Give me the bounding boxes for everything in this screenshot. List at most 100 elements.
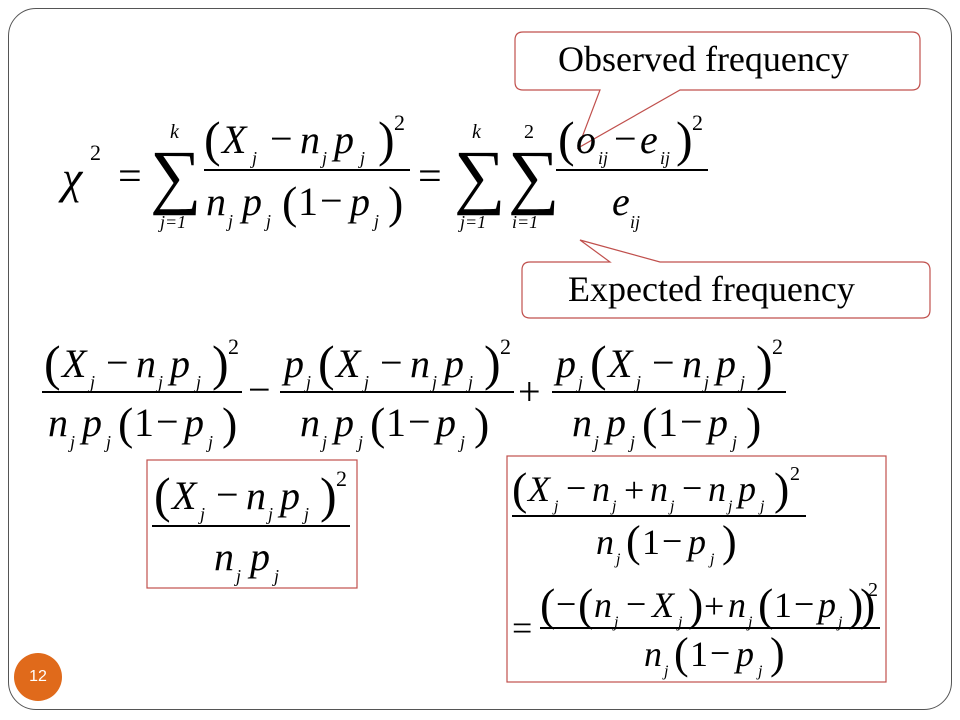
svg-text:(: (: [370, 398, 385, 449]
svg-text:n: n: [682, 341, 702, 386]
svg-text:(: (: [318, 335, 335, 391]
svg-text:−: −: [626, 584, 646, 624]
svg-text:−: −: [216, 472, 239, 517]
svg-text:j: j: [738, 372, 745, 392]
expected-callout-bubble: [521, 239, 931, 319]
svg-text:j: j: [708, 551, 715, 568]
svg-text:j: j: [592, 432, 599, 452]
svg-text:2: 2: [772, 334, 783, 359]
svg-text:1: 1: [774, 585, 792, 625]
right-paren: ): [378, 111, 395, 167]
svg-text:−: −: [794, 584, 814, 624]
svg-text:−: −: [156, 399, 179, 444]
svg-text:): ): [474, 398, 489, 449]
svg-text:−: −: [380, 340, 403, 385]
svg-text:): ): [848, 579, 863, 630]
svg-text:p: p: [181, 400, 204, 445]
svg-text:j: j: [430, 372, 437, 392]
equals-sign: =: [118, 154, 142, 200]
svg-text:p: p: [705, 400, 728, 445]
page-number-badge: 12: [14, 653, 62, 701]
svg-text:p: p: [685, 522, 706, 562]
svg-text:j: j: [612, 614, 619, 631]
svg-text:p: p: [603, 400, 626, 445]
svg-text:j: j: [628, 432, 635, 452]
svg-text:+: +: [624, 470, 644, 510]
svg-text:j: j: [266, 504, 273, 524]
summation-sign-inner: ∑: [508, 136, 559, 216]
svg-text:): ): [860, 579, 875, 630]
svg-text:p: p: [735, 469, 756, 509]
svg-text:X: X: [650, 585, 676, 625]
svg-text:2: 2: [228, 334, 239, 359]
svg-text:j: j: [226, 211, 233, 231]
svg-text:): ): [484, 335, 501, 391]
svg-text:X: X: [606, 341, 634, 386]
svg-text:j: j: [730, 432, 737, 452]
svg-text:ij: ij: [630, 212, 640, 232]
svg-text:−: −: [614, 116, 637, 161]
svg-text:): ): [722, 517, 737, 566]
svg-text:X: X: [170, 473, 198, 518]
observed-frequency-label: Observed frequency: [558, 39, 849, 79]
svg-text:1: 1: [386, 400, 406, 445]
svg-text:X: X: [60, 341, 88, 386]
svg-text:n: n: [644, 634, 662, 674]
svg-text:p: p: [167, 341, 190, 386]
svg-text:): ): [320, 467, 337, 523]
svg-text:p: p: [239, 179, 262, 224]
svg-text:X: X: [526, 469, 552, 509]
expected-frequency-label: Expected frequency: [568, 269, 855, 309]
svg-text:(: (: [590, 335, 607, 391]
svg-text:(: (: [540, 579, 555, 630]
svg-text:(: (: [154, 467, 171, 523]
svg-text:p: p: [713, 341, 736, 386]
svg-text:(: (: [512, 463, 527, 514]
svg-text:j: j: [234, 566, 241, 586]
svg-text:n: n: [48, 400, 68, 445]
svg-text:2: 2: [500, 334, 511, 359]
svg-text:n: n: [300, 400, 320, 445]
svg-text:(: (: [282, 177, 297, 228]
svg-text:p: p: [331, 117, 354, 162]
svg-text:n: n: [136, 341, 156, 386]
svg-text:o: o: [576, 117, 596, 162]
svg-text:j: j: [264, 211, 271, 231]
svg-text:−: −: [408, 399, 431, 444]
svg-text:X: X: [334, 341, 362, 386]
svg-text:): ): [212, 335, 229, 391]
svg-text:): ): [222, 398, 237, 449]
svg-text:−: −: [320, 178, 343, 223]
observed-callout-bubble: [514, 31, 921, 150]
svg-text:2: 2: [868, 579, 878, 601]
svg-text:ij: ij: [598, 148, 608, 168]
svg-text:p: p: [277, 473, 300, 518]
svg-text:j: j: [104, 432, 111, 452]
svg-text:j: j: [198, 504, 205, 524]
svg-text:p: p: [331, 400, 354, 445]
svg-text:j: j: [676, 614, 683, 631]
svg-text:n: n: [596, 522, 614, 562]
svg-text:−: −: [248, 367, 271, 412]
svg-text:(: (: [44, 335, 61, 391]
svg-text:j: j: [836, 614, 843, 631]
svg-text:p: p: [433, 400, 456, 445]
svg-text:n: n: [246, 473, 266, 518]
svg-text:(: (: [642, 398, 657, 449]
svg-text:n: n: [300, 117, 320, 162]
svg-text:j: j: [272, 566, 279, 586]
svg-text:j: j: [320, 148, 327, 168]
sum-lower-limit: j=1: [158, 212, 186, 232]
svg-text:1: 1: [298, 179, 318, 224]
svg-text:1: 1: [642, 522, 660, 562]
sum-upper-limit: k: [170, 121, 180, 143]
svg-text:−: −: [556, 584, 576, 624]
svg-text:n: n: [594, 585, 612, 625]
svg-text:p: p: [815, 585, 836, 625]
svg-text:2: 2: [692, 110, 703, 135]
svg-text:j: j: [206, 432, 213, 452]
svg-text:n: n: [410, 341, 430, 386]
svg-text:j: j: [552, 498, 559, 515]
svg-text:(: (: [674, 629, 689, 678]
svg-text:n: n: [708, 469, 726, 509]
